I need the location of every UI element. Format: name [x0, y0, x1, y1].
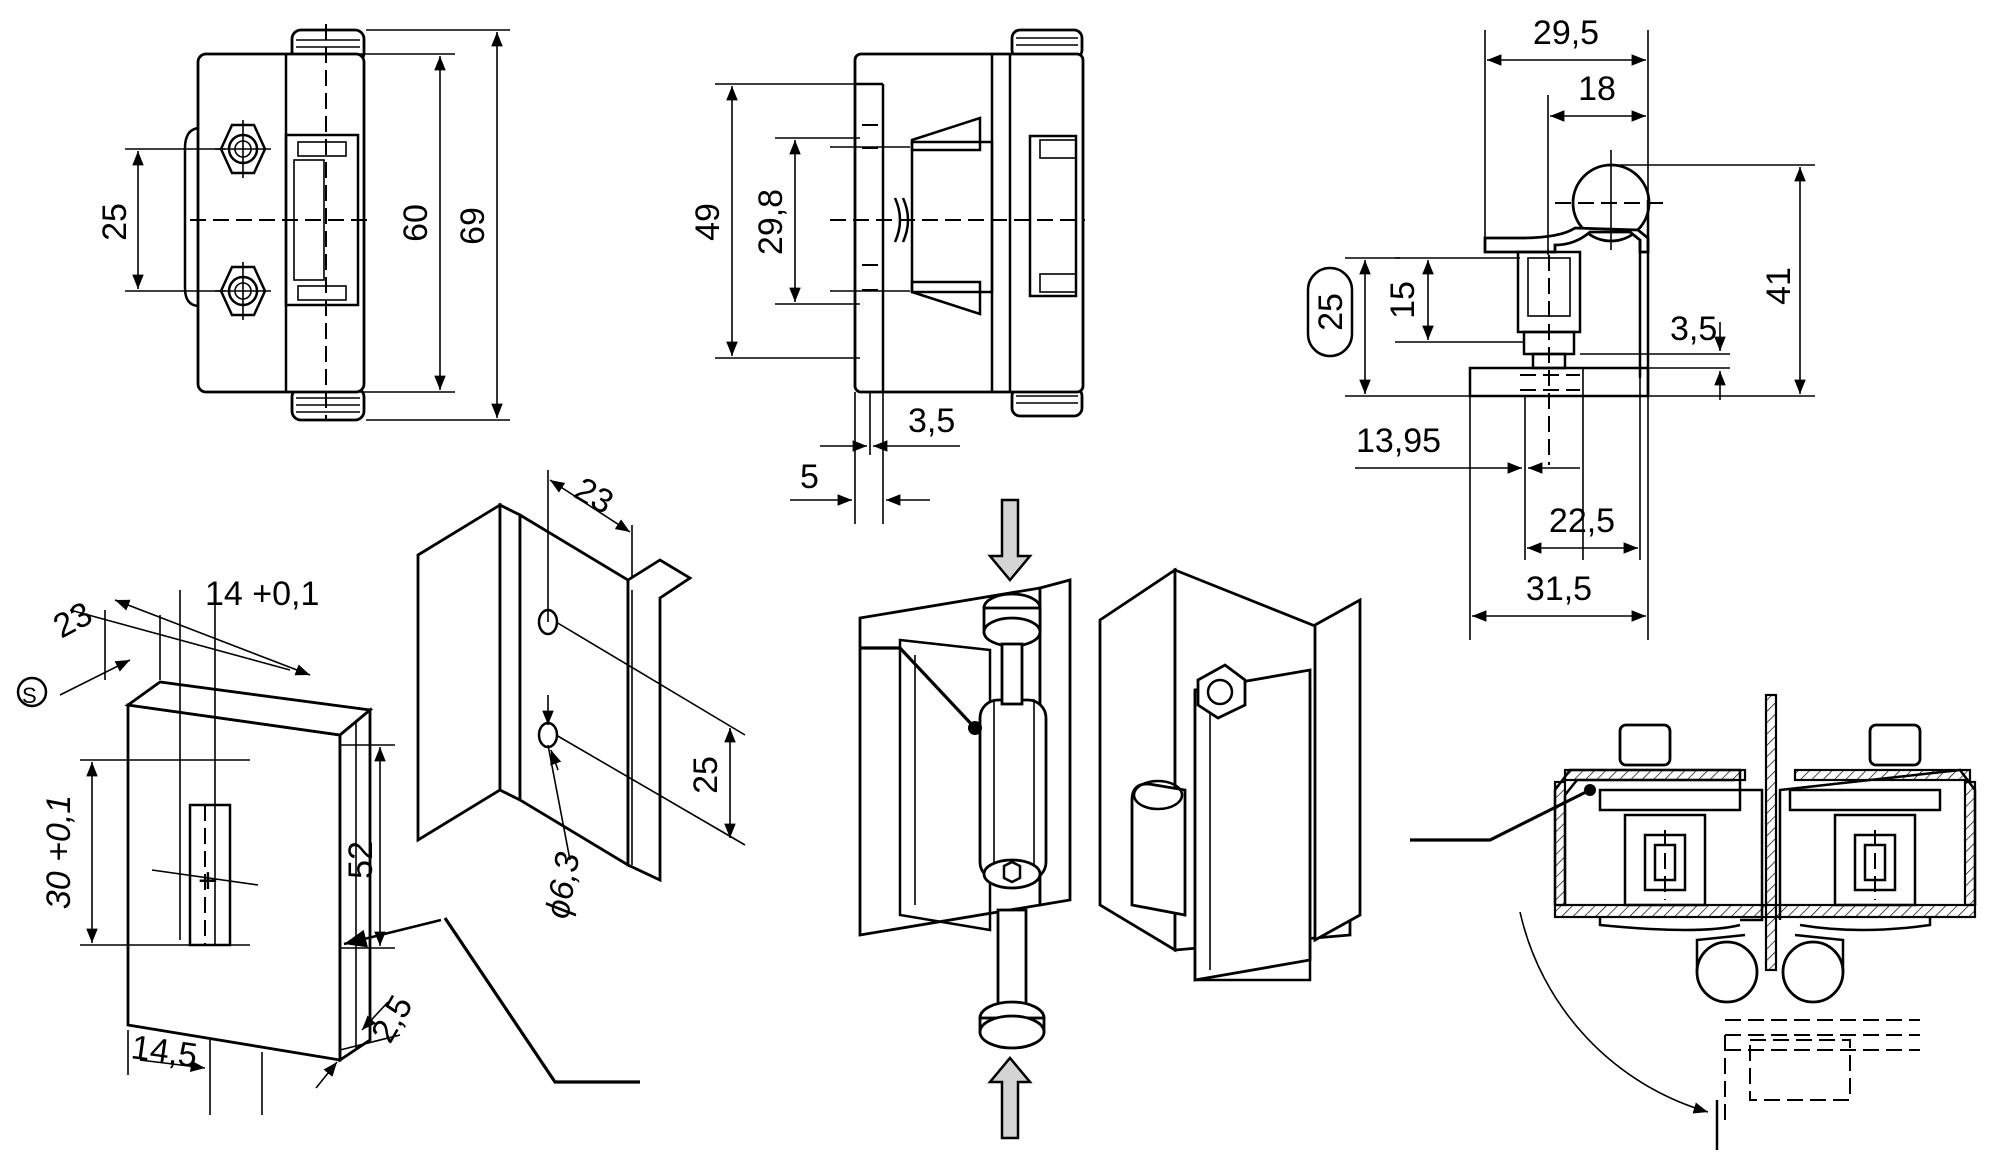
dim-2-5: 2,5: [364, 989, 421, 1049]
dim-25-bracket: 25: [687, 756, 725, 794]
dim-60: 60: [397, 204, 435, 242]
dim-22-5: 22,5: [1549, 502, 1615, 540]
front-view: 25 60 69: [96, 24, 510, 422]
knuckle-right: [1781, 940, 1845, 1004]
center-cross: +: [198, 862, 218, 900]
side-body: [853, 52, 1085, 394]
insert-arrow-bottom: [987, 1056, 1033, 1140]
dim-25-front: 25: [96, 203, 134, 241]
side-view: 49 29,8 3,5 5: [689, 28, 1085, 524]
dim-29-8: 29,8: [752, 189, 790, 255]
dim-52: 52: [342, 841, 380, 879]
frame-profile-right: [416, 502, 693, 883]
dim-30-tol: 30 +0,1: [40, 795, 78, 909]
dim-14-tol: 14 +0,1: [205, 575, 319, 613]
dim-18: 18: [1578, 70, 1616, 108]
frame-profile-left: +: [124, 680, 374, 1063]
s-symbol: S: [22, 683, 37, 708]
hinge-leaf-plate: [196, 52, 366, 394]
dim-phi-6-3: ϕ6,3: [538, 850, 587, 922]
dim-49: 49: [689, 203, 727, 241]
dim-13-95: 13,95: [1356, 422, 1441, 460]
dim-3-5-side: 3,5: [908, 402, 955, 440]
dim-14-5: 14,5: [129, 1028, 200, 1075]
top-view: 29,5 18 41 15 25 3,5 13,95: [1306, 14, 1815, 640]
dim-15: 15: [1384, 281, 1422, 319]
dim-23-bracket: 23: [568, 470, 620, 522]
isometric-hinge-view: [858, 498, 1362, 1140]
rotation-arc: [1519, 911, 1709, 1114]
open-hinge-section: [1410, 693, 1977, 1150]
dim-23-cutout: 23: [47, 595, 98, 646]
dim-29-5: 29,5: [1533, 14, 1599, 52]
dim-69: 69: [454, 207, 492, 245]
insert-arrow-top: [987, 498, 1033, 582]
dim-3-5-top: 3,5: [1670, 310, 1717, 348]
dim-25-top-boxed: 25: [1312, 293, 1350, 331]
dim-5: 5: [800, 458, 819, 496]
knuckle-left: [1695, 940, 1759, 1004]
dim-31-5: 31,5: [1526, 570, 1592, 608]
cutout-view: + 23 14 +0,1 S 30 +0,1 52: [16, 470, 746, 1115]
glass-panel-vertical: [1764, 693, 1778, 972]
dim-41: 41: [1760, 267, 1798, 305]
